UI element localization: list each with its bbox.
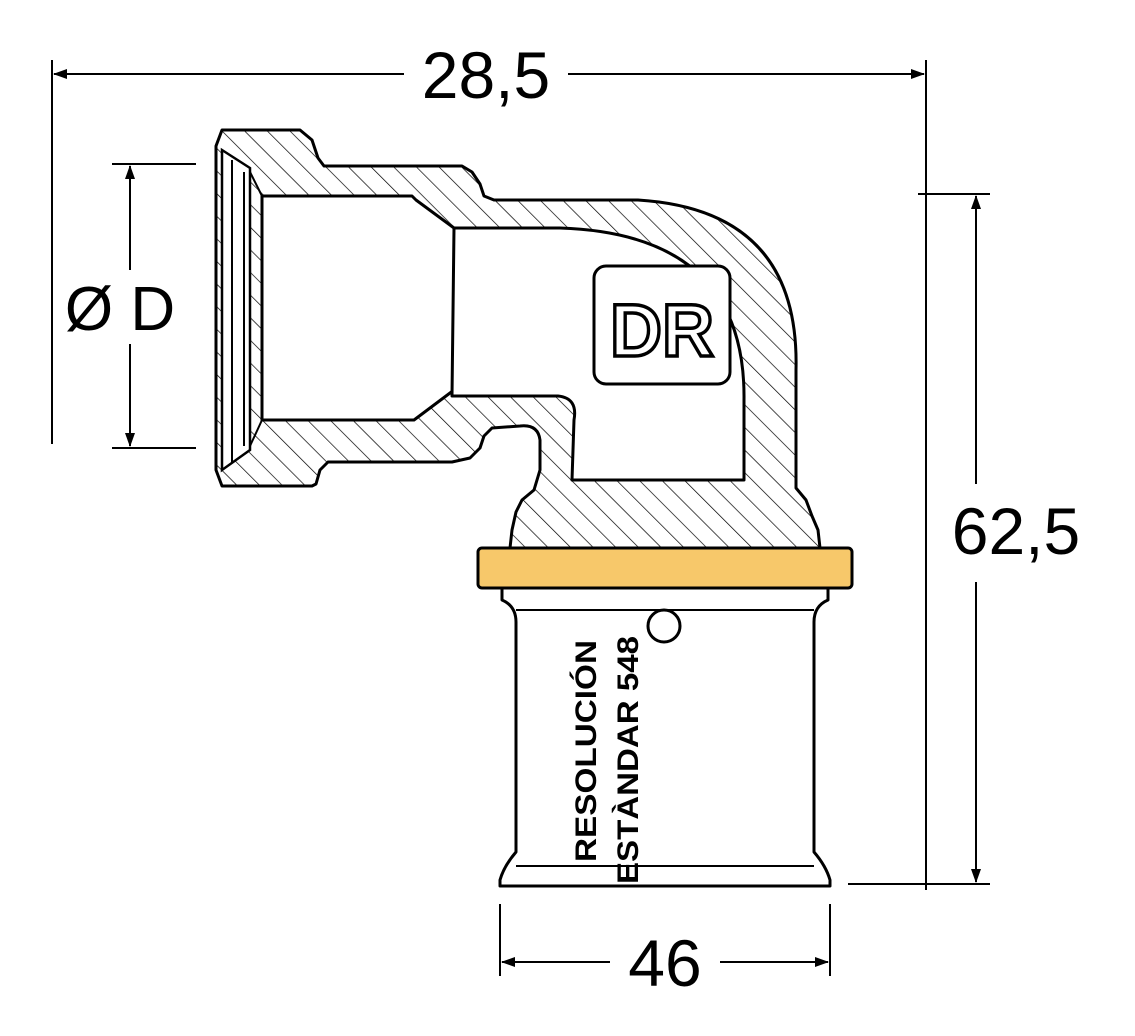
- dimension-inner-diameter: Ø D: [65, 163, 196, 449]
- inner-diameter-label: Ø D: [65, 275, 175, 344]
- press-sleeve: RESOLUCIÓN ESTÀNDAR 548: [498, 586, 832, 888]
- marking-line-1: RESOLUCIÓN: [569, 640, 603, 862]
- inspection-hole-icon: [646, 608, 682, 644]
- dimension-overall-width: 28,5: [51, 38, 927, 890]
- crimp-ring: [476, 546, 854, 590]
- dr-logo-text: DR: [610, 289, 714, 372]
- overall-width-label: 28,5: [422, 38, 550, 112]
- dimension-bottom-width: 46: [499, 904, 831, 1000]
- dimension-overall-height: 62,5: [848, 193, 1080, 885]
- overall-height-label: 62,5: [952, 494, 1080, 568]
- dr-logo: DR: [592, 264, 732, 386]
- marking-line-2: ESTÀNDAR 548: [611, 636, 645, 884]
- bottom-width-label: 46: [628, 926, 701, 1000]
